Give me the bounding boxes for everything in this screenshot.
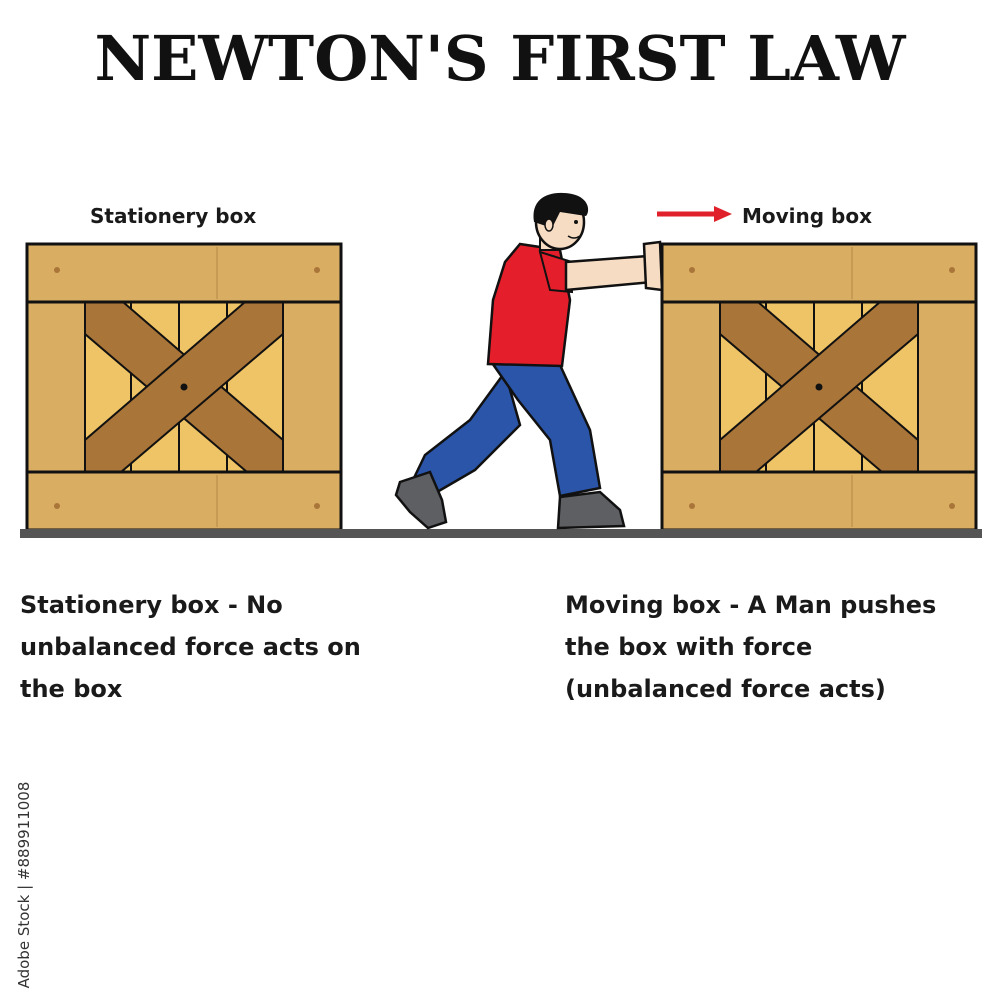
stock-watermark-id: Adobe Stock | #889911008 [15,781,33,989]
moving-box-caption: Moving box - A Man pushes the box with f… [565,584,985,710]
moving-box-label: Moving box [742,204,873,228]
caption-line: Stationery box - No [20,591,283,619]
caption-line: unbalanced force acts on [20,633,361,661]
stationary-box-label: Stationery box [90,204,257,228]
moving-crate [660,242,978,532]
page-title: NEWTON'S FIRST LAW [94,22,906,95]
caption-line: the box [20,675,123,703]
arrow-right-icon [657,206,732,222]
caption-line: the box with force [565,633,813,661]
caption-line: Moving box - A Man pushes [565,591,937,619]
stationary-crate [25,242,343,532]
ground-line [20,529,982,538]
caption-line: (unbalanced force acts) [565,675,886,703]
man-pushing-figure [394,192,664,530]
stationary-box-caption: Stationery box - No unbalanced force act… [20,584,400,710]
